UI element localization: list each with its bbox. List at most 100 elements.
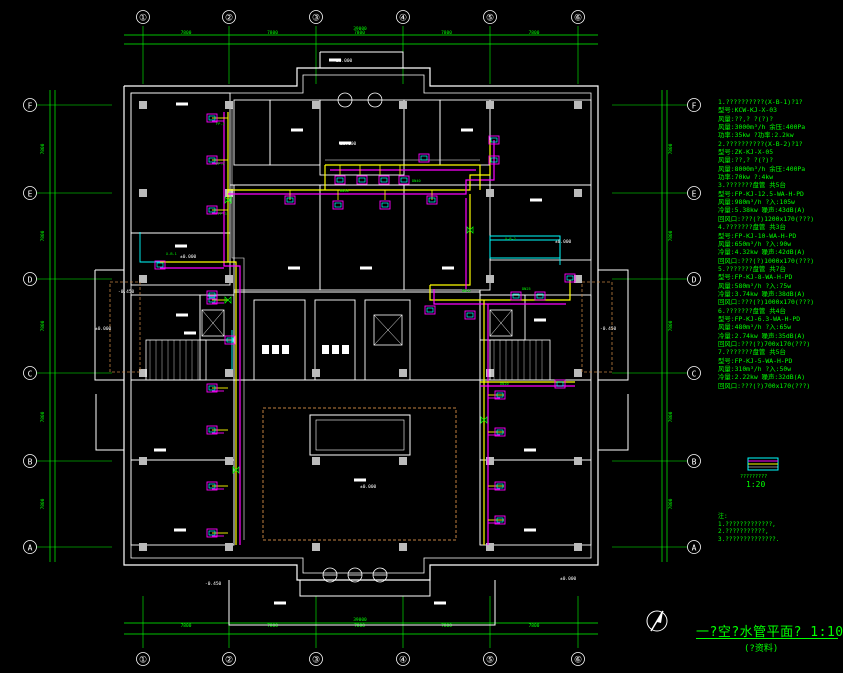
dimension-text: 7800 <box>40 411 46 422</box>
fan-coil-coil <box>156 262 164 268</box>
room-tag <box>534 318 546 322</box>
grid-bubble <box>687 366 701 380</box>
grid-bubble <box>222 10 236 24</box>
fan-coil-unit <box>206 425 218 435</box>
grid-row-label: E <box>692 190 697 199</box>
outer-wall-inner <box>130 74 592 574</box>
grid-column-label: ⑤ <box>486 656 494 666</box>
dimension-text: 7800 <box>40 320 46 331</box>
fan-coil-unit <box>488 135 500 145</box>
lift-cross <box>373 314 403 346</box>
dimension-text: 7800 <box>668 320 674 331</box>
room-tag <box>174 528 186 532</box>
general-note-line: 注: <box>718 513 728 520</box>
fan-coil-unit <box>554 379 566 389</box>
structural-column <box>399 101 407 109</box>
equipment-note-line: 功率:70kw ?:4kw <box>718 173 774 182</box>
equipment-note-line: 型号:KCW-KJ-X-03 <box>718 106 777 115</box>
supply-pipe <box>228 140 491 191</box>
ceiling-outline <box>262 407 457 541</box>
grid-row-label: D <box>28 276 33 285</box>
equipment-note-line: 型号:FP-KJ-5-WA-H-PD <box>718 356 793 365</box>
lift-shaft <box>489 309 513 337</box>
fan-coil-coil <box>496 429 504 435</box>
pipe-tag: FP-1 <box>216 122 225 126</box>
drawing-title-text: 一?空?水管平面? 1:100 <box>696 625 843 640</box>
fan-coil-unit <box>488 155 500 165</box>
lift-cross <box>201 309 225 337</box>
condensate-pipe <box>231 108 245 540</box>
general-notes: 注: 1.?????????????, 2.???????????, 3.???… <box>718 513 840 543</box>
equipment-note-line: 风量:580m³/h ?入:75w <box>718 281 792 290</box>
grid-row-label: B <box>692 458 697 467</box>
grid-row-label: A <box>28 544 33 553</box>
grid-bubble <box>23 454 37 468</box>
structural-column <box>225 457 233 465</box>
grid-row-label: D <box>692 276 697 285</box>
fan-coil-unit <box>206 383 218 393</box>
general-note-line: 1.?????????????, <box>718 520 776 528</box>
equipment-note-line: 风量:480m³/h ?入:65w <box>718 323 792 332</box>
detail-label: ????????? <box>740 474 768 480</box>
structural-column <box>486 543 494 551</box>
room-elevation-label: ±0.000 <box>555 239 572 245</box>
fan-coil-unit <box>206 290 218 300</box>
toilet-fixture <box>282 345 289 354</box>
equipment-note-line: 回风口:???(?)700x170(???) <box>718 381 811 390</box>
grid-column-label: ⑤ <box>486 14 494 24</box>
fan-coil-coil <box>556 381 564 387</box>
grid-bubble <box>483 652 497 666</box>
equipment-note-line: 风量:980m³/h ?入:105w <box>718 198 795 207</box>
room-elevation-label: ±0.000 <box>340 141 357 147</box>
structural-column <box>486 275 494 283</box>
structural-column <box>574 189 582 197</box>
ahu-unit <box>489 235 561 259</box>
structural-column <box>399 457 407 465</box>
elevation-label: ±0.000 <box>560 576 577 582</box>
room-elevation-label: ±0.000 <box>180 254 197 260</box>
structural-column <box>574 543 582 551</box>
fan-coil-coil <box>358 177 366 183</box>
fan-coil-coil <box>490 157 498 163</box>
equipment-note-line: 冷量:4.32kw 噪声:42dB(A) <box>718 248 806 257</box>
detail-scale: 1:20 <box>746 480 766 489</box>
room-tag <box>339 141 351 145</box>
dimension-text: 7800 <box>668 230 674 241</box>
structural-column <box>574 101 582 109</box>
room-tag <box>530 198 542 202</box>
room-tag <box>176 313 188 317</box>
room-tag <box>288 266 300 270</box>
dimension-total: 39000 <box>353 26 367 32</box>
equipment-note-line: 回风口:???(?)700x170(???) <box>718 339 811 348</box>
fan-coil-unit <box>464 310 476 320</box>
equipment-note-line: 型号:FP-KJ-8-WA-H-PD <box>718 273 793 282</box>
fan-coil-coil <box>426 307 434 313</box>
equipment-note-line: 2.??????????(X-B-2)?1? <box>718 139 803 148</box>
general-note-line: 3.??????????????. <box>718 535 780 543</box>
fan-coil-unit <box>510 291 522 301</box>
fan-coil-unit <box>494 481 506 491</box>
grid-column-label: ④ <box>399 656 407 666</box>
fan-coil-unit <box>206 481 218 491</box>
dimension-text: 7800 <box>441 30 452 36</box>
return-pipe <box>228 140 495 195</box>
equipment-note-line: 风量:??,? ?(?)? <box>718 156 774 165</box>
grid-bubble <box>571 652 585 666</box>
structural-column <box>574 369 582 377</box>
return-pipe <box>433 289 566 305</box>
pipe-tag: DN32 <box>462 289 471 293</box>
fan-coil-unit <box>356 175 368 185</box>
equipment-note-line: 7.???????盘管 共5台 <box>718 348 786 357</box>
fan-coil-coil <box>336 177 344 183</box>
lift-cross <box>489 309 513 337</box>
equipment-note-line: 冷量:3.74kw 噪声:38dB(A) <box>718 289 806 298</box>
fan-coil-unit <box>206 113 218 123</box>
equipment-note-line: 回风口:???(?)1000x170(???) <box>718 298 815 307</box>
structural-column <box>574 275 582 283</box>
equipment-note-line: 风量:8000m³/h 余压:400Pa <box>718 164 806 173</box>
grid-bubble <box>571 10 585 24</box>
pipe-tag: DN50 <box>340 189 349 193</box>
grid-bubble <box>222 652 236 666</box>
dimension-text: 7800 <box>40 143 46 154</box>
